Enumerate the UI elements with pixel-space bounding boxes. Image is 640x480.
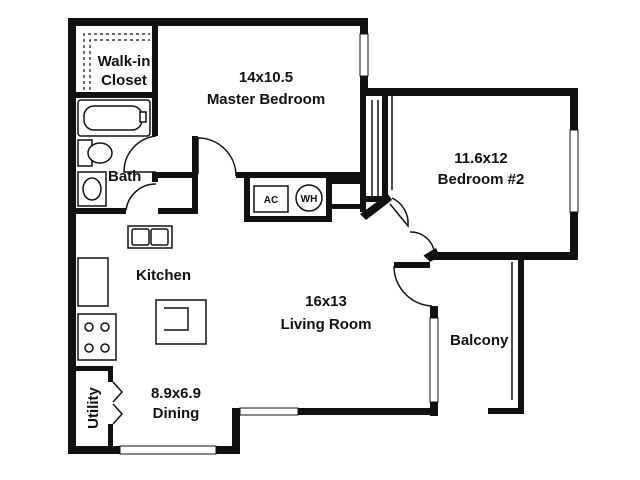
closet-label-line2: Closet — [101, 72, 147, 89]
living-window — [429, 317, 439, 403]
bedroom2-door — [389, 197, 409, 228]
refrigerator — [77, 257, 109, 307]
bedroom2-name: Bedroom #2 — [438, 171, 525, 188]
closet-label-line1: Walk-in — [98, 53, 151, 70]
master-bedroom-name: Master Bedroom — [207, 91, 325, 108]
dining-size: 8.9x6.9 — [151, 385, 201, 402]
closet-rail — [83, 33, 150, 90]
dining-name: Dining — [153, 405, 200, 422]
ac-label: AC — [264, 195, 278, 206]
utility-label: Utility — [85, 387, 102, 429]
mechanical-fixtures: AC WH — [253, 184, 323, 213]
room-labels: Walk-in Closet 14x10.5 Master Bedroom 11… — [85, 53, 524, 429]
ac-unit — [253, 185, 289, 213]
kitchen-fixtures — [77, 225, 207, 361]
master-door — [197, 137, 237, 177]
bedroom2-size: 11.6x12 — [454, 150, 507, 167]
master-bedroom-size: 14x10.5 — [239, 69, 293, 86]
sink — [82, 177, 102, 201]
kitchen-island — [155, 299, 207, 345]
windows — [119, 33, 579, 455]
dining-window-right — [239, 407, 299, 416]
kitchen-label: Kitchen — [136, 267, 191, 284]
utility-door — [112, 381, 124, 403]
living-room-name: Living Room — [281, 316, 372, 333]
doors — [112, 96, 513, 425]
bath-door-2 — [125, 183, 157, 211]
stove — [77, 313, 117, 361]
entry-door — [393, 265, 433, 307]
bath-door — [123, 135, 157, 173]
bedroom2-window — [569, 129, 579, 213]
balcony-label: Balcony — [450, 332, 509, 349]
interior-walls — [76, 26, 440, 446]
hall-door — [409, 231, 435, 257]
master-window — [359, 33, 369, 77]
toilet-bowl — [87, 142, 113, 164]
water-heater — [295, 184, 323, 212]
dining-window-bottom — [119, 445, 217, 455]
living-room-size: 16x13 — [305, 293, 347, 310]
wh-label: WH — [301, 194, 318, 205]
bath-label: Bath — [108, 168, 141, 185]
bath-fixtures — [77, 99, 151, 207]
